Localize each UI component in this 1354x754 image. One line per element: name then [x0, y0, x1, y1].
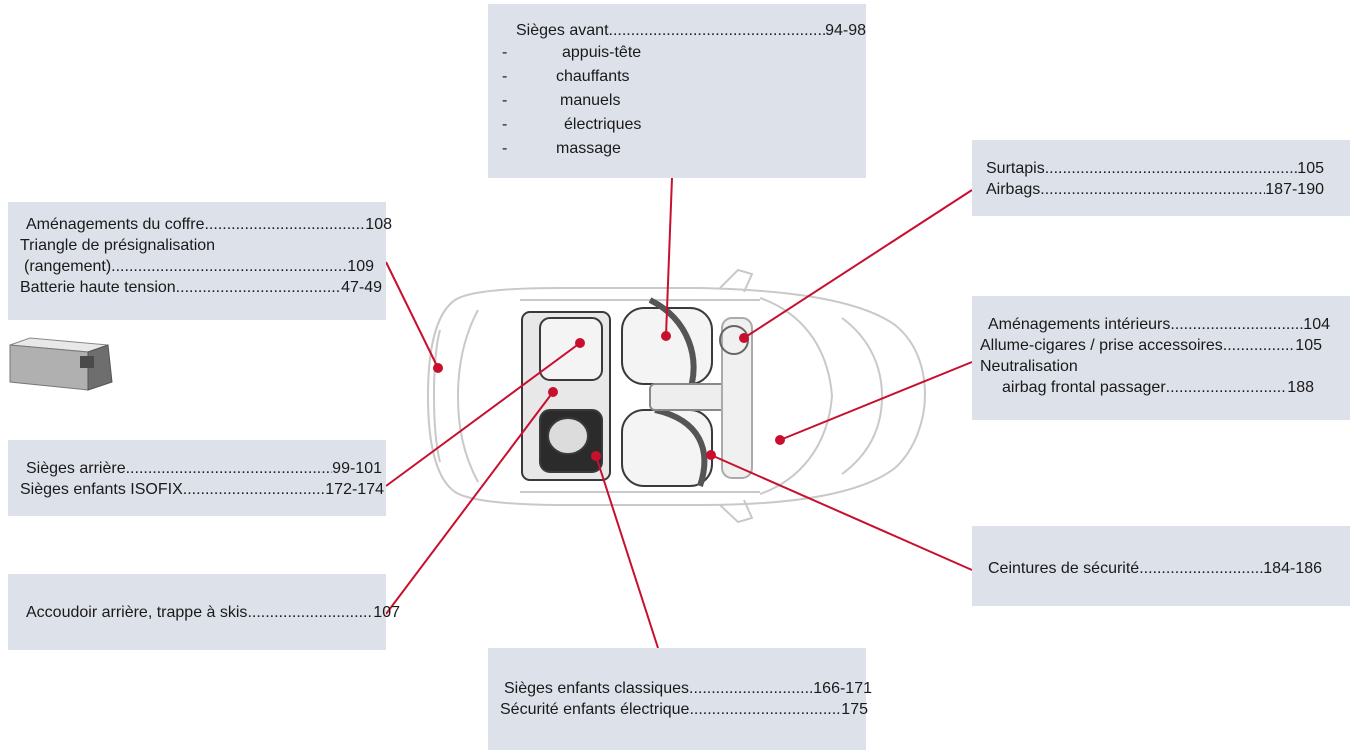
front-seats-box: Sièges avant 94-98 -appuis-tête -chauffa…	[488, 4, 866, 178]
lighter-row: Allume-cigares / prise accessoires 105	[980, 335, 1322, 356]
front-seats-label: Sièges avant	[516, 22, 609, 39]
child-seats-box: Sièges enfants classiques 166-171 Sécuri…	[488, 648, 872, 750]
car-interior	[521, 297, 753, 487]
car-mirror-top	[719, 268, 754, 293]
front-seats-title: Sièges avant 94-98	[516, 20, 866, 41]
front-seats-item: -manuels	[502, 92, 621, 109]
rear-seats-row: Sièges arrière 99-101	[26, 458, 382, 479]
front-seats-item: -massage	[502, 140, 621, 157]
airbags-row: Airbags 187-190	[986, 179, 1324, 200]
battery-row: Batterie haute tension47-49	[20, 277, 382, 298]
callout-dot-interior	[775, 435, 785, 445]
callout-dot-rear-seats	[575, 338, 585, 348]
car-hood-line	[841, 317, 884, 475]
triangle-line: Triangle de présignalisation	[20, 237, 216, 254]
isofix-row: Sièges enfants ISOFIX 172-174	[20, 479, 384, 500]
child-seat	[547, 417, 589, 455]
seatbelt-front-right	[654, 407, 708, 487]
child-seats-row: Sièges enfants classiques 166-171	[504, 678, 872, 699]
front-seats-page: 94-98	[825, 22, 866, 39]
callout-trunk	[385, 261, 439, 369]
callout-lines	[385, 177, 973, 649]
child-lock-row: Sécurité enfants électrique 175	[500, 699, 868, 720]
armrest-row: Accoudoir arrière, trappe à skis 107	[26, 602, 400, 623]
front-seats-item: -chauffants	[502, 68, 630, 85]
interior-row: Aménagements intérieurs 104	[988, 314, 1330, 335]
rear-seats-box: Sièges arrière 99-101 Sièges enfants ISO…	[8, 440, 386, 516]
callout-mats-airbags	[743, 189, 973, 339]
trunk-box: Aménagements du coffre 108 Triangle de p…	[8, 202, 392, 320]
armrest-box: Accoudoir arrière, trappe à skis 107	[8, 574, 400, 650]
interior-box: Aménagements intérieurs 104 Allume-cigar…	[972, 296, 1350, 420]
callout-rear-seats	[385, 342, 581, 487]
front-seat-right	[621, 409, 713, 487]
callout-interior	[779, 361, 973, 441]
callout-armrest	[385, 391, 554, 615]
battery-icon	[9, 337, 113, 391]
callout-dot-armrest	[548, 387, 558, 397]
triangle-row: (rangement)109	[24, 256, 374, 277]
airbag-passenger-row: airbag frontal passager 188	[1002, 377, 1314, 398]
callout-belts	[710, 454, 973, 571]
leader-dots	[609, 20, 826, 41]
seatbelt-front-left	[648, 297, 697, 391]
car-illustration	[426, 268, 927, 524]
mats-row: Surtapis 105	[986, 158, 1324, 179]
callout-front-seats	[665, 177, 673, 337]
callout-child-seats	[595, 455, 659, 649]
belts-box: Ceintures de sécurité184-186	[972, 526, 1350, 606]
car-body-outline	[426, 287, 927, 506]
belts-row: Ceintures de sécurité184-186	[988, 558, 1322, 579]
callout-dot-belts	[706, 450, 716, 460]
trunk-row: Aménagements du coffre 108	[24, 214, 392, 235]
car-rear-window	[456, 309, 479, 483]
car-windshield	[759, 297, 834, 495]
mats-airbags-box: Surtapis 105 Airbags 187-190	[972, 140, 1350, 216]
car-mirror-bottom	[719, 499, 754, 524]
car-rear-bumper	[433, 329, 441, 463]
callout-dot-front-seats	[661, 331, 671, 341]
front-seats-item: -électriques	[502, 116, 642, 133]
neutralisation-line: Neutralisation	[980, 358, 1078, 375]
callout-dot-child-seats	[591, 451, 601, 461]
dashboard	[721, 317, 753, 479]
callout-dot-trunk	[433, 363, 443, 373]
callout-dot-mats-airbags	[739, 333, 749, 343]
front-seats-item: -appuis-tête	[502, 44, 642, 61]
